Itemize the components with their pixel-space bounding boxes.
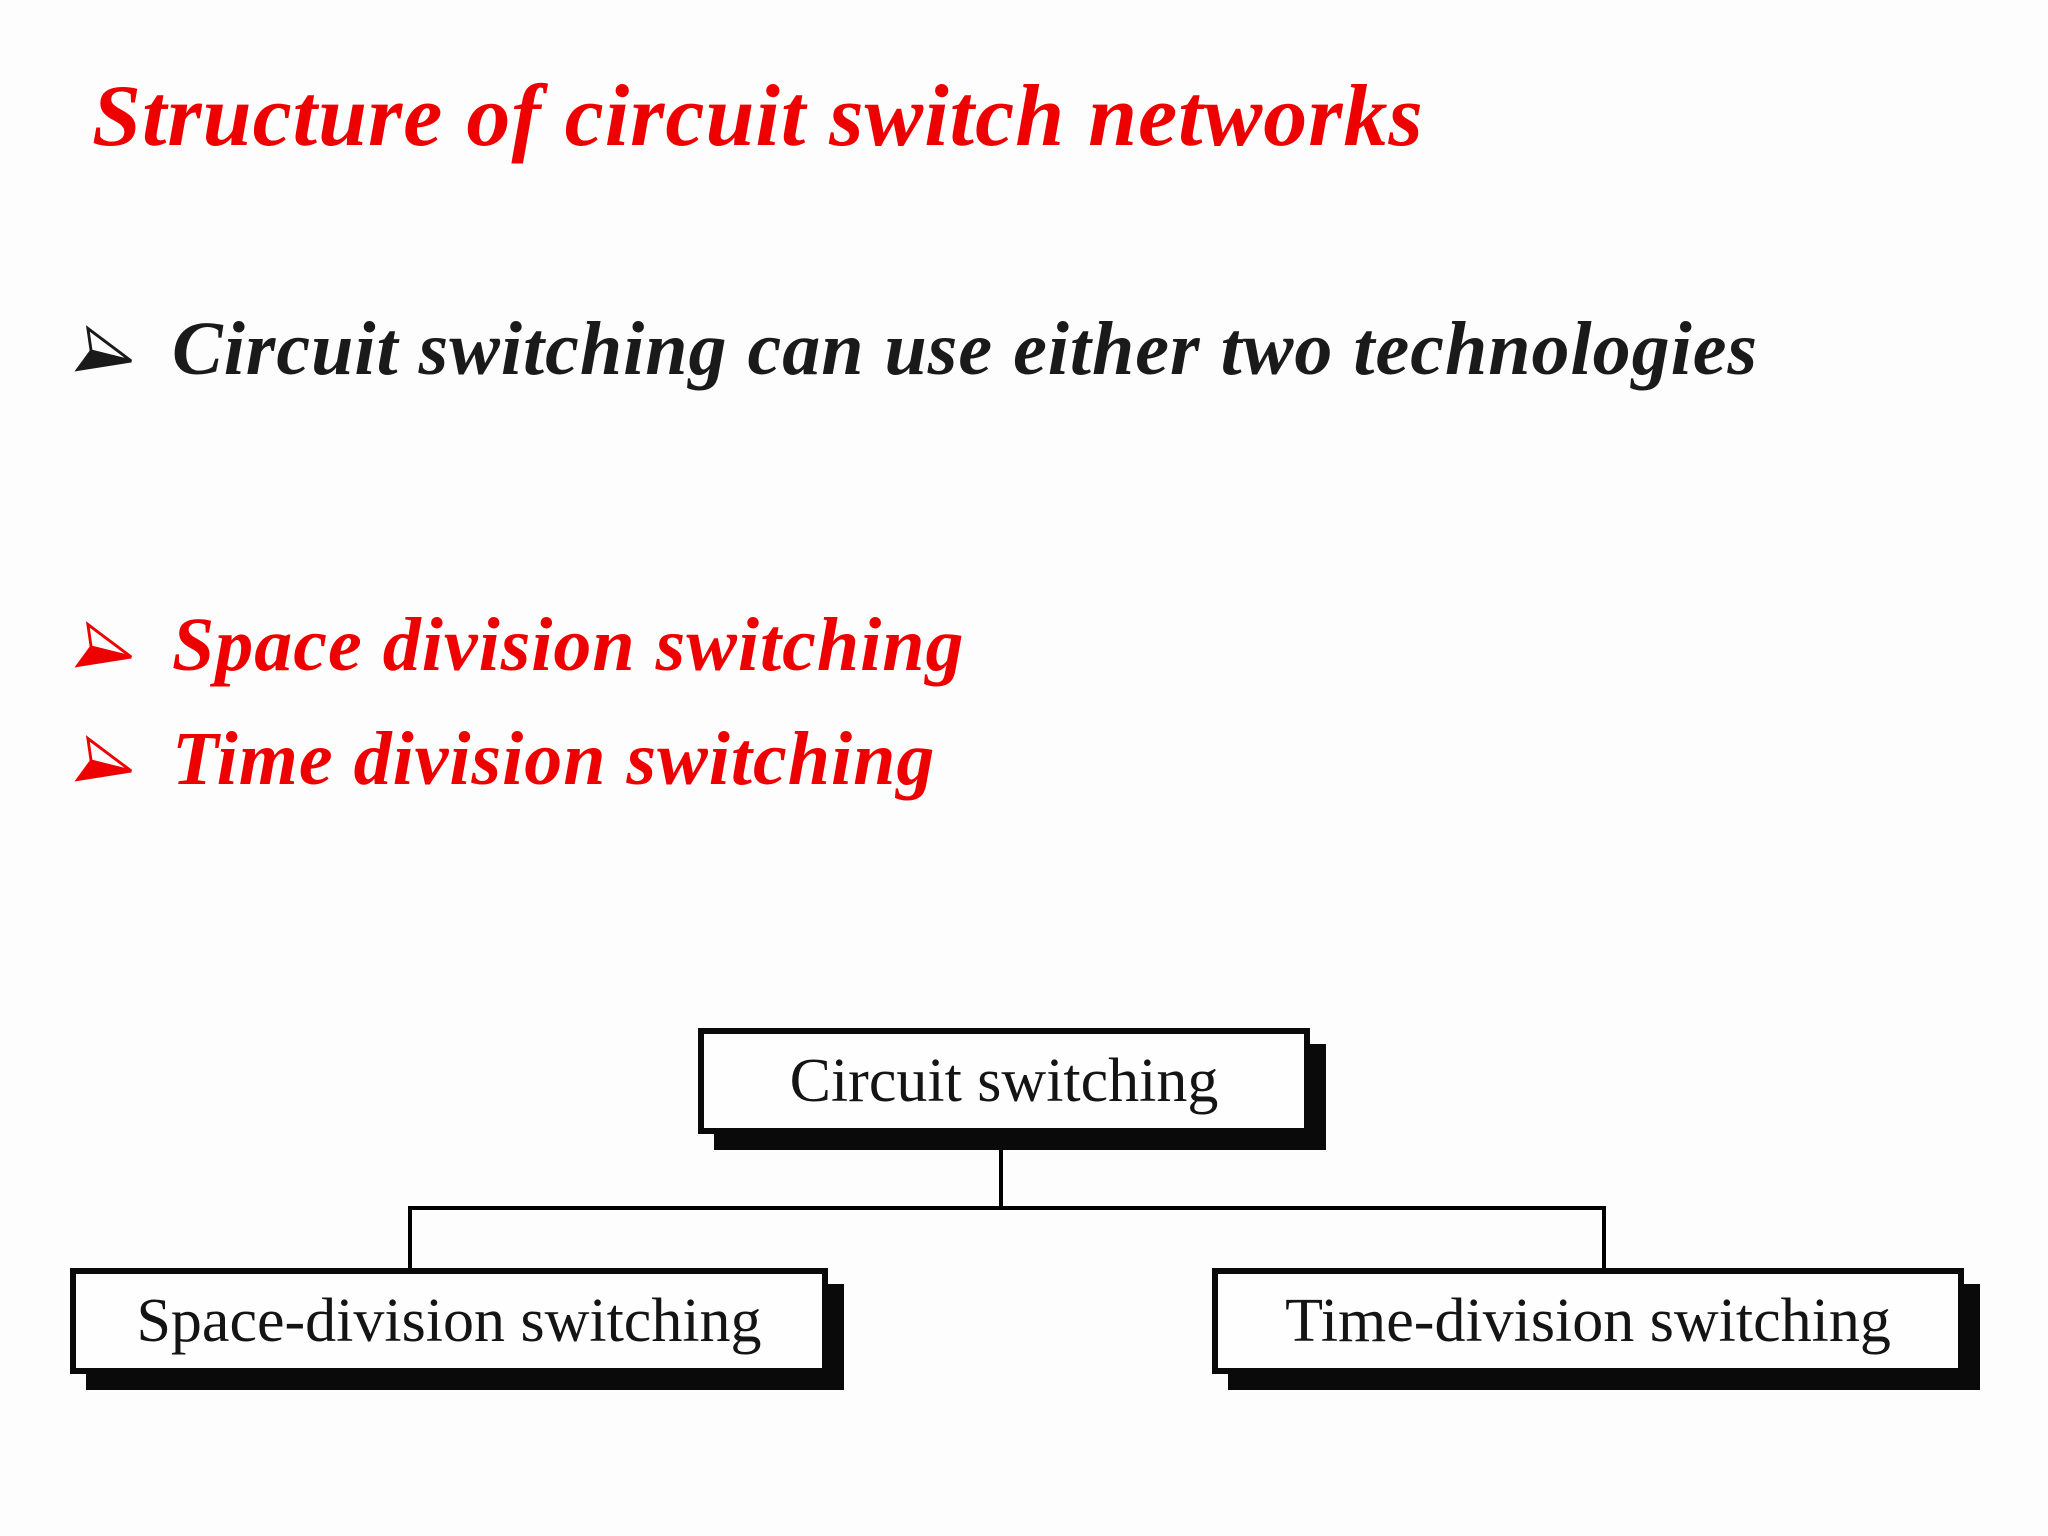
bullet-text: Time division switching — [172, 717, 936, 801]
bullet-item-2: Space division switching — [74, 596, 965, 695]
diagram-box-label: Time-division switching — [1285, 1287, 1891, 1355]
connector-branch-bar — [408, 1206, 1606, 1210]
arrowhead-right-icon — [74, 621, 133, 668]
arrowhead-right-icon — [74, 735, 133, 782]
diagram-box-label: Space-division switching — [136, 1287, 762, 1355]
diagram-box-label: Circuit switching — [789, 1047, 1219, 1115]
connector-left-drop — [408, 1206, 412, 1268]
bullet-text: Space division switching — [172, 603, 965, 687]
bullet-text: Circuit switching can use either two tec… — [172, 307, 1759, 391]
slide-title: Structure of circuit switch networks — [92, 68, 1424, 165]
connector-right-drop — [1602, 1206, 1606, 1268]
connector-root-stem — [999, 1150, 1003, 1206]
arrowhead-right-icon — [74, 325, 133, 372]
diagram-box-space-division: Space-division switching — [70, 1268, 828, 1374]
bullet-item-1: Circuit switching can use either two tec… — [74, 300, 1759, 399]
diagram-box-time-division: Time-division switching — [1212, 1268, 1964, 1374]
diagram-box-circuit-switching: Circuit switching — [698, 1028, 1310, 1134]
bullet-item-3: Time division switching — [74, 710, 936, 809]
